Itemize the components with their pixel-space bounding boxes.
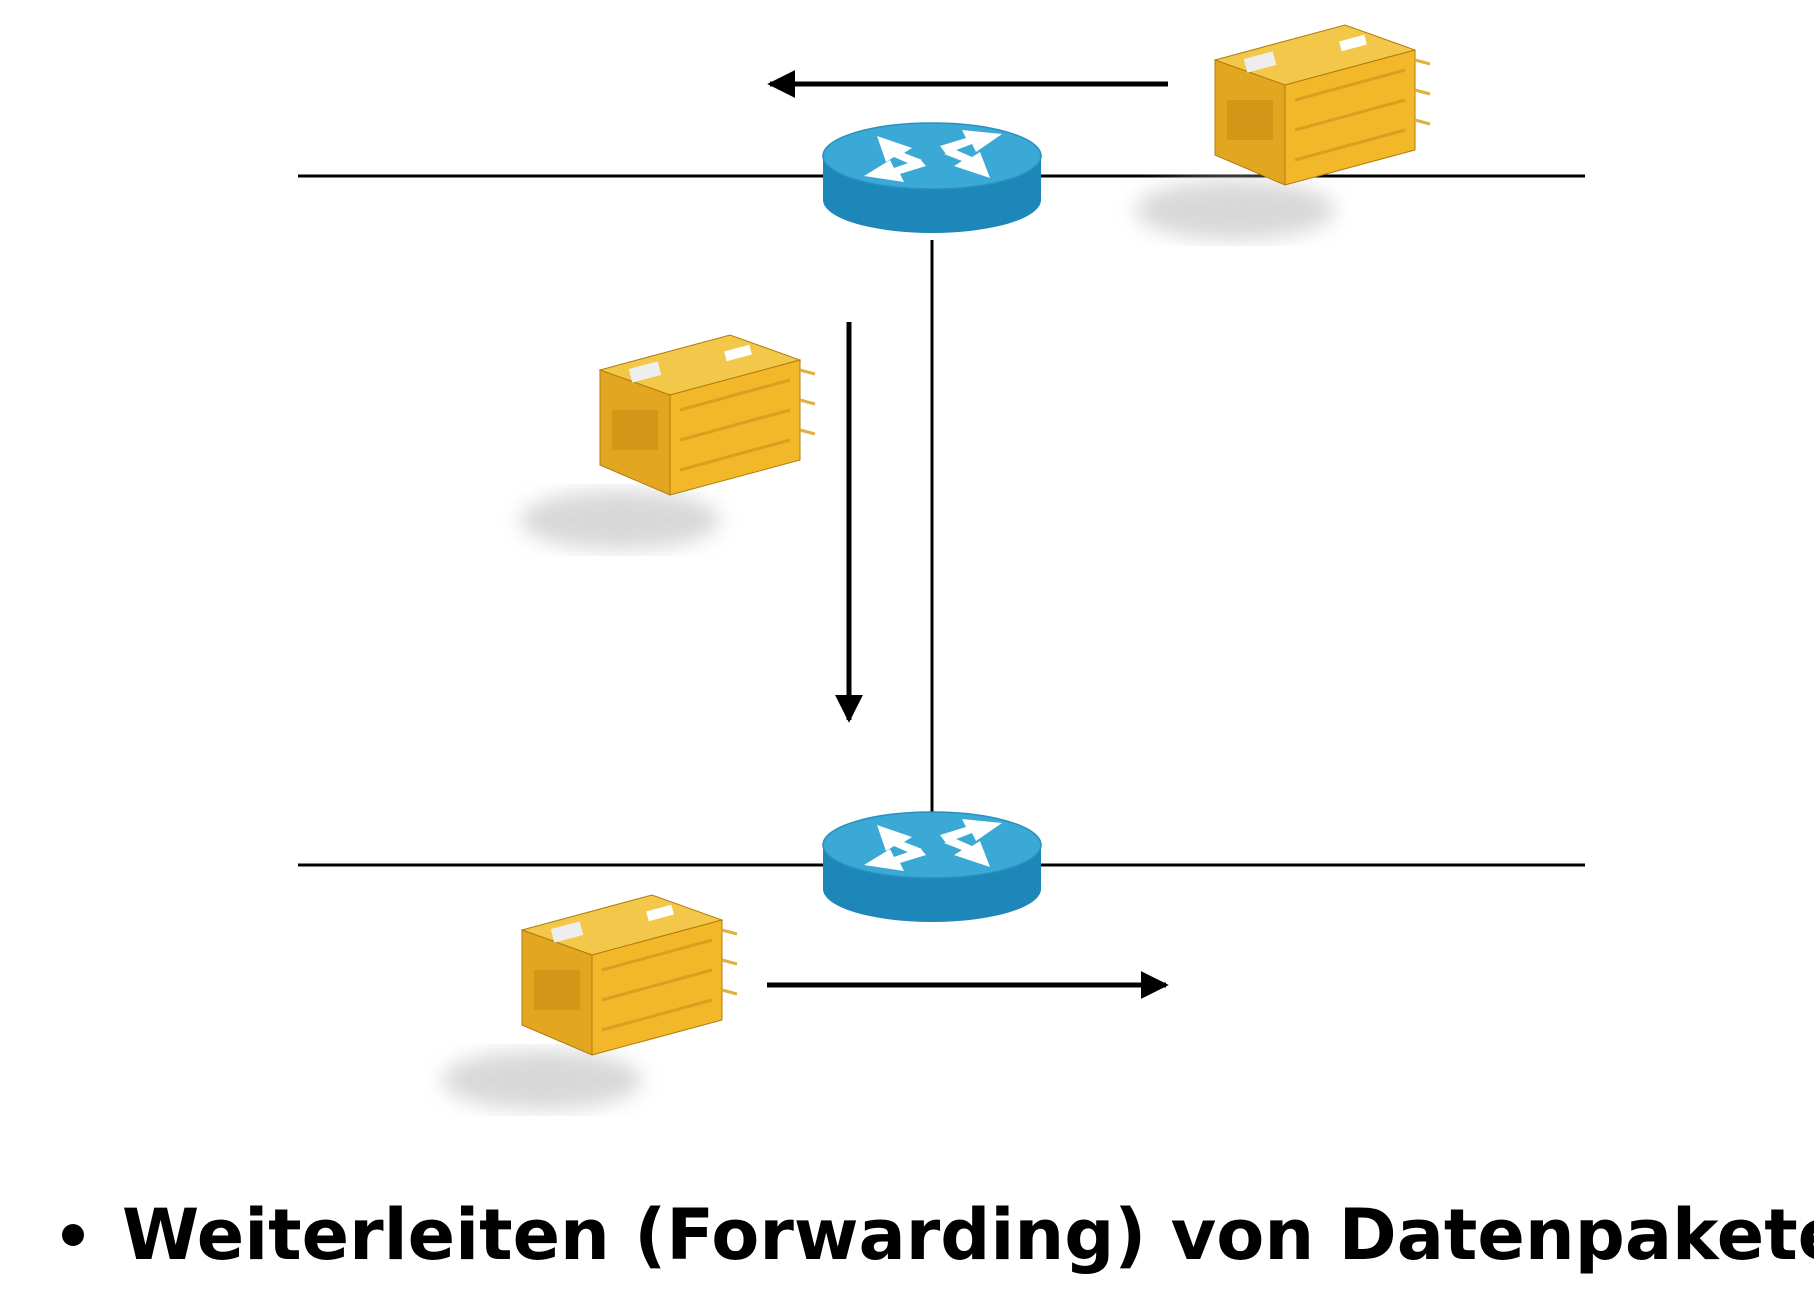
caption: Weiterleiten (Forwarding) von Datenpaket… (62, 1200, 1814, 1270)
package-icon (520, 335, 815, 550)
bullet-icon (62, 1224, 84, 1246)
router-icon (822, 122, 1042, 234)
package-icon (1135, 25, 1430, 240)
caption-text: Weiterleiten (Forwarding) von Datenpaket… (122, 1194, 1814, 1276)
router-icon (822, 811, 1042, 923)
package-icon (442, 895, 737, 1110)
